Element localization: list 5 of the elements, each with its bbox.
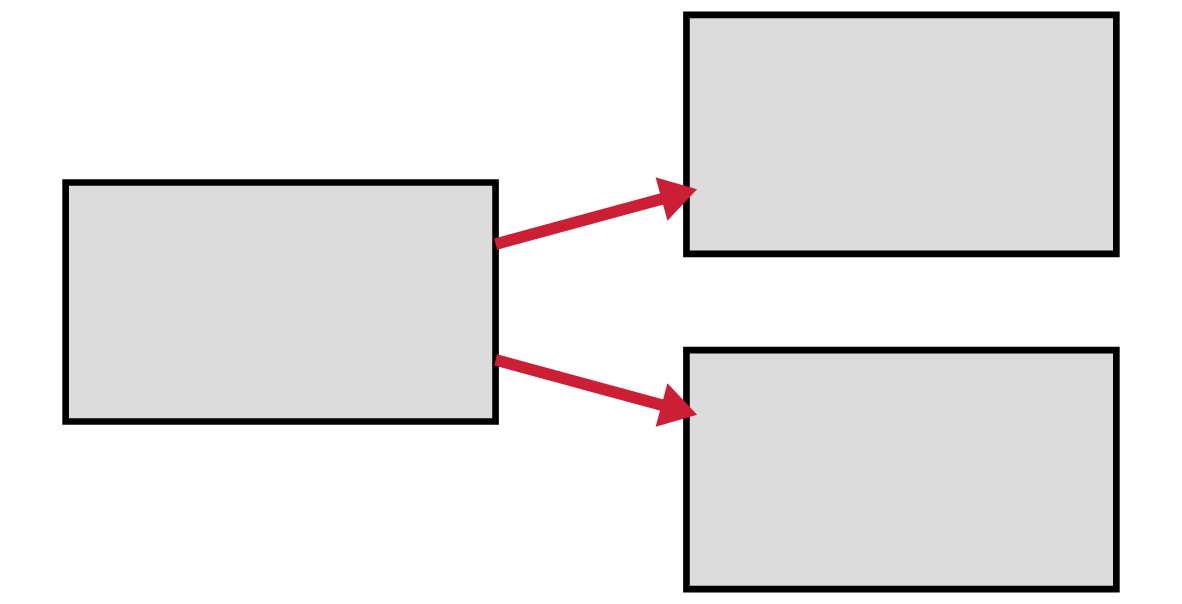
arrow xyxy=(494,354,698,427)
node-box xyxy=(683,11,1120,258)
arrow xyxy=(494,177,698,250)
node-box xyxy=(62,179,499,425)
node-box xyxy=(683,346,1120,593)
